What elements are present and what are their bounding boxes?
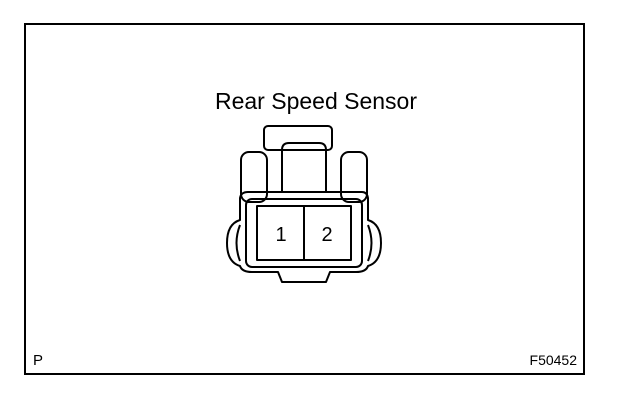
pin-2-label: 2 — [321, 224, 332, 246]
corner-mark: P — [33, 352, 44, 369]
connector-right-latch — [340, 151, 368, 203]
connector-housing-inner — [245, 198, 363, 268]
connector-center-block — [281, 142, 327, 193]
figure-id: F50452 — [529, 352, 577, 368]
figure-frame — [24, 23, 585, 375]
pin-1-label: 1 — [275, 224, 286, 246]
connector-title: Rear Speed Sensor — [214, 88, 417, 114]
connector-lock-tab — [263, 125, 333, 151]
connector-housing — [226, 191, 382, 283]
connector-left-latch — [240, 151, 268, 203]
connector-right-ear — [367, 224, 373, 262]
connector-left-ear — [235, 224, 241, 262]
